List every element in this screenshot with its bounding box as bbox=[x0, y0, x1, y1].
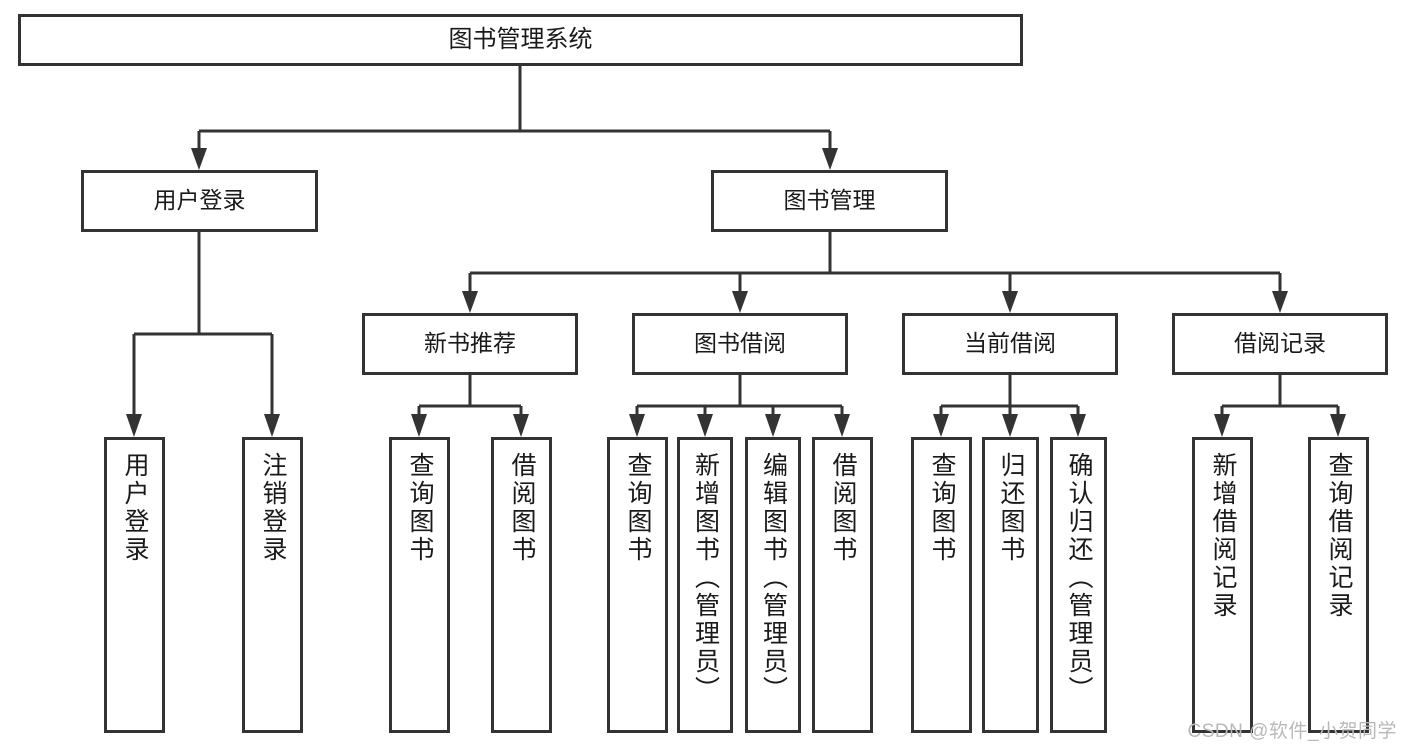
node-leaf-query-book-1[interactable]: 查询图书 bbox=[389, 437, 450, 733]
node-leaf-query-borrow-record[interactable]: 查询借阅记录 bbox=[1308, 437, 1369, 733]
arrow-head-leaf-logout bbox=[264, 414, 280, 437]
node-label-leaf-add-book-admin: 新增图书（管理员） bbox=[691, 452, 720, 704]
node-leaf-add-book-admin[interactable]: 新增图书（管理员） bbox=[677, 437, 733, 733]
csdn-watermark: CSDN @软件_小贺同学 bbox=[1187, 721, 1397, 742]
node-label-leaf-logout: 注销登录 bbox=[259, 452, 287, 564]
arrow-head-leaf-user-login bbox=[126, 414, 142, 437]
node-new-book-recommend[interactable]: 新书推荐 bbox=[362, 313, 578, 375]
node-leaf-user-login[interactable]: 用户登录 bbox=[104, 437, 165, 733]
node-book-borrow[interactable]: 图书借阅 bbox=[632, 313, 848, 375]
node-label-root-system: 图书管理系统 bbox=[448, 25, 593, 53]
arrow-head-leaf-borrow-book-2 bbox=[834, 414, 850, 437]
node-user-login[interactable]: 用户登录 bbox=[81, 170, 318, 232]
node-leaf-edit-book-admin[interactable]: 编辑图书（管理员） bbox=[745, 437, 801, 733]
node-leaf-confirm-return-admin[interactable]: 确认归还（管理员） bbox=[1050, 437, 1107, 733]
node-leaf-borrow-book-1[interactable]: 借阅图书 bbox=[491, 437, 552, 733]
node-label-leaf-query-book-3: 查询图书 bbox=[928, 452, 956, 564]
arrow-head-user-login bbox=[191, 148, 207, 170]
node-label-leaf-borrow-book-2: 借阅图书 bbox=[829, 452, 857, 564]
arrow-head-leaf-add-borrow-record bbox=[1214, 414, 1230, 437]
arrow-head-leaf-query-book-3 bbox=[933, 414, 949, 437]
node-leaf-return-book[interactable]: 归还图书 bbox=[982, 437, 1039, 733]
node-book-manage[interactable]: 图书管理 bbox=[711, 170, 948, 232]
node-leaf-borrow-book-2[interactable]: 借阅图书 bbox=[812, 437, 873, 733]
node-root-system[interactable]: 图书管理系统 bbox=[18, 14, 1023, 66]
arrow-head-current-borrow bbox=[1002, 291, 1018, 313]
arrow-head-new-book-rec bbox=[462, 291, 478, 313]
node-label-leaf-borrow-book-1: 借阅图书 bbox=[508, 452, 536, 564]
node-label-leaf-return-book: 归还图书 bbox=[997, 452, 1025, 564]
node-current-borrow[interactable]: 当前借阅 bbox=[902, 313, 1118, 375]
node-label-borrow-record: 借阅记录 bbox=[1234, 330, 1326, 357]
node-label-leaf-query-borrow-record: 查询借阅记录 bbox=[1325, 452, 1353, 620]
node-label-leaf-user-login: 用户登录 bbox=[121, 452, 149, 564]
node-label-new-book-recommend: 新书推荐 bbox=[424, 330, 516, 357]
node-label-leaf-query-book-1: 查询图书 bbox=[406, 452, 434, 564]
arrow-head-leaf-confirm-return-admin bbox=[1070, 414, 1086, 437]
node-label-current-borrow: 当前借阅 bbox=[964, 330, 1056, 357]
node-label-leaf-add-borrow-record: 新增借阅记录 bbox=[1209, 452, 1237, 620]
arrow-head-book-borrow bbox=[732, 291, 748, 313]
node-leaf-query-book-3[interactable]: 查询图书 bbox=[911, 437, 972, 733]
arrow-head-leaf-query-book-2 bbox=[629, 414, 645, 437]
node-label-leaf-confirm-return-admin: 确认归还（管理员） bbox=[1065, 452, 1093, 704]
arrow-head-leaf-return-book bbox=[1002, 414, 1018, 437]
node-borrow-record[interactable]: 借阅记录 bbox=[1172, 313, 1388, 375]
arrow-head-borrow-record bbox=[1272, 291, 1288, 313]
node-label-user-login: 用户登录 bbox=[153, 187, 246, 214]
arrow-head-leaf-query-borrow-record bbox=[1330, 414, 1346, 437]
arrow-head-leaf-borrow-book-1 bbox=[513, 414, 529, 437]
arrow-head-leaf-query-book-1 bbox=[411, 414, 427, 437]
arrow-head-leaf-edit-book-admin bbox=[765, 414, 781, 437]
node-label-book-borrow: 图书借阅 bbox=[694, 330, 786, 357]
arrow-head-book-manage bbox=[822, 148, 838, 170]
node-label-leaf-edit-book-admin: 编辑图书（管理员） bbox=[759, 452, 788, 704]
node-leaf-logout[interactable]: 注销登录 bbox=[242, 437, 303, 733]
arrow-head-leaf-add-book-admin bbox=[697, 414, 713, 437]
node-label-leaf-query-book-2: 查询图书 bbox=[624, 452, 652, 564]
node-leaf-add-borrow-record[interactable]: 新增借阅记录 bbox=[1192, 437, 1253, 733]
node-leaf-query-book-2[interactable]: 查询图书 bbox=[607, 437, 668, 733]
node-label-book-manage: 图书管理 bbox=[783, 187, 876, 214]
